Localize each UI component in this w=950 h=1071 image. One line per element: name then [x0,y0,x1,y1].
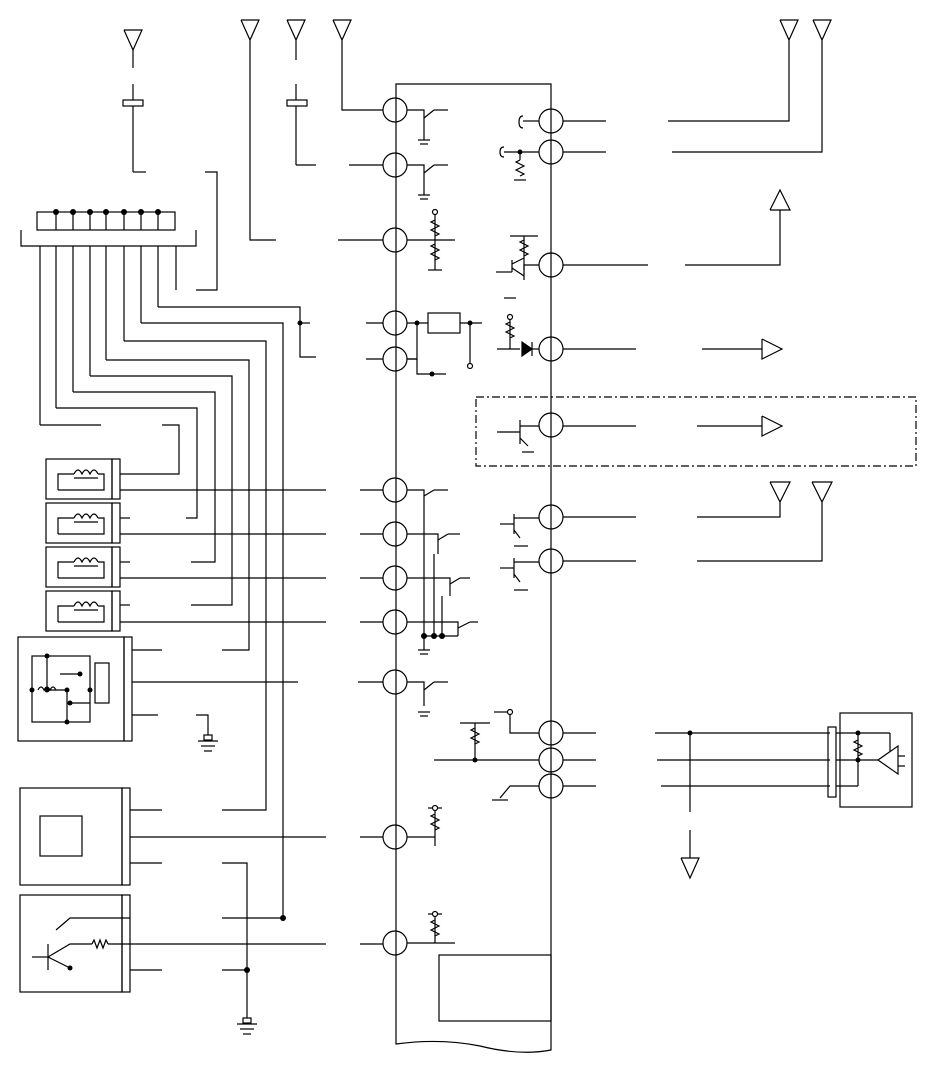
harness-wires [40,306,383,919]
pin [382,346,408,372]
junction-dot [297,320,303,326]
sensor-module [19,787,383,1000]
junction-dot [687,730,693,736]
pin [382,824,408,850]
fuse-symbols [122,84,316,173]
power-terminal-symbols [123,19,352,68]
pin [382,521,408,547]
ground-symbol [196,714,218,752]
ecu-body [395,83,552,1053]
ecu-internal-transistors-left [407,109,482,944]
pin [382,669,408,695]
sensor-junction-dots [67,915,286,973]
pin [382,609,408,635]
pin [382,152,408,178]
led-diode-icon [521,340,534,358]
ground-symbol [237,1000,257,1035]
ecu-internal-dots [414,320,473,639]
relay-output-wires [120,489,383,623]
pin [382,310,408,336]
pin [382,565,408,591]
ecu-internal-transistors-right [434,115,539,801]
connector-junction-dots [53,209,161,215]
pin [382,227,408,253]
left-top-wires [196,40,383,291]
pin [382,97,408,123]
bridge-sensor-dots [29,653,93,725]
amplifier-module [827,712,913,808]
multi-pin-connector [20,211,197,425]
optional-circuit-box [475,396,917,467]
right-output-wires [563,19,833,880]
temperature-sensor [19,894,383,993]
coil-relays [45,458,121,632]
ecu-sub-module [438,954,552,1022]
ecu-left-pins [382,97,408,956]
bridge-sensor [17,636,383,742]
pin [382,930,408,956]
pin [538,412,564,438]
pin [382,477,408,503]
